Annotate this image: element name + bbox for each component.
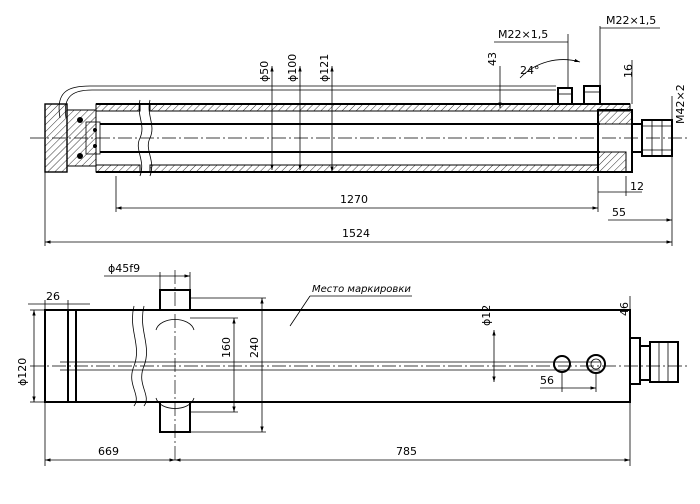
seal-dot-a <box>93 128 97 132</box>
port-angle-arc <box>519 58 581 79</box>
label-hole-dia: ϕ12 <box>480 305 493 326</box>
end-cap-left <box>44 103 68 173</box>
break-line-4 <box>141 305 147 407</box>
label-port-height: 16 <box>622 64 635 78</box>
label-trunnion-outer: 240 <box>248 337 261 358</box>
end-plate <box>629 337 641 385</box>
rod-gland-bottom <box>597 151 627 173</box>
port-right <box>583 85 601 105</box>
tube-wall-bottom-left <box>95 164 141 173</box>
top-view: ϕ50 ϕ100 ϕ121 43 M22×1,5 M22×1,5 24° 16 … <box>30 14 690 246</box>
label-rod-thread: M42×2 <box>674 84 687 124</box>
label-dia-outer: ϕ121 <box>318 54 331 82</box>
label-stroke: 1270 <box>340 193 368 206</box>
break-line-3 <box>131 305 137 407</box>
seal-dot-top <box>77 117 83 123</box>
label-len-right: 785 <box>396 445 417 458</box>
end-collar <box>639 345 651 381</box>
hose-line-inner <box>64 89 556 119</box>
label-dia-rod: ϕ50 <box>258 61 271 82</box>
break-line-2 <box>147 99 153 177</box>
label-trunnion-inner: 160 <box>220 337 233 358</box>
label-rod-end: 55 <box>612 206 626 219</box>
seal-dot-bottom <box>77 153 83 159</box>
label-trunnion-dia: ϕ45f9 <box>108 262 140 275</box>
label-end: 12 <box>630 180 644 193</box>
label-dia-bore: ϕ100 <box>286 54 299 82</box>
label-len-left: 669 <box>98 445 119 458</box>
tube-wall-top-right <box>149 103 631 112</box>
port-circle-right-inner <box>590 358 602 370</box>
label-port-left-thread: M22×1,5 <box>498 28 548 41</box>
label-port-dim: 56 <box>540 374 554 387</box>
label-marking: Место маркировки <box>312 284 411 295</box>
label-end-offset: 26 <box>46 290 60 303</box>
bottom-view: ϕ45f9 160 240 26 ϕ120 Место маркировки ϕ… <box>16 262 690 466</box>
tube-wall-top-left <box>95 103 141 112</box>
end-nut <box>649 341 679 383</box>
label-port-right-thread: M22×1,5 <box>606 14 656 27</box>
label-total: 1524 <box>342 227 370 240</box>
label-port-offset: 43 <box>486 52 499 66</box>
label-port-angle: 24° <box>520 64 540 77</box>
seal-block <box>85 121 101 155</box>
label-tube-dia: ϕ120 <box>16 358 29 386</box>
rod-gland-top <box>597 109 633 125</box>
marking-leader <box>289 295 311 327</box>
seal-dot-b <box>93 144 97 148</box>
port-left <box>557 87 573 105</box>
label-rod-end-46: 46 <box>618 302 631 316</box>
hose-line-outer <box>58 85 556 119</box>
tube-wall-bottom-right <box>149 164 599 173</box>
break-line-1 <box>137 99 143 177</box>
